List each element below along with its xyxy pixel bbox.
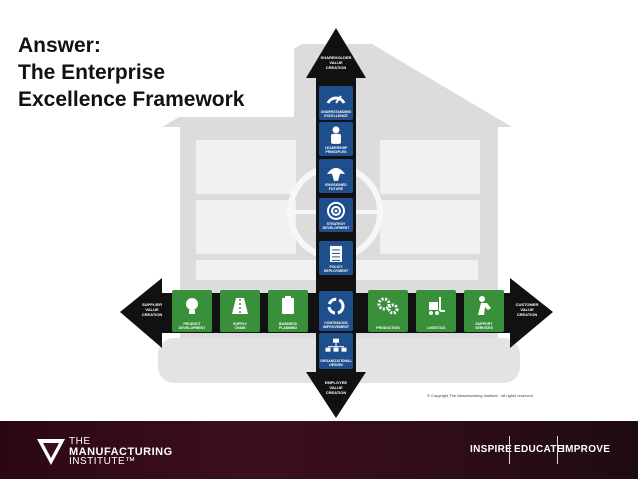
tile-label: PRODUCTION <box>376 326 400 330</box>
arrow-right <box>510 278 553 348</box>
road-icon <box>232 297 248 314</box>
footer-bar <box>0 421 638 479</box>
tile-label: SERVICES <box>475 326 493 330</box>
document-icon <box>330 245 342 262</box>
org-chart-icon <box>325 338 347 352</box>
tagline-educate: EDUCATE <box>514 444 564 455</box>
horizontal-tile: LOGISTICS <box>416 290 456 332</box>
tile-label: LOGISTICS <box>427 326 447 330</box>
target-icon <box>327 201 345 220</box>
tagline-separator <box>557 436 558 464</box>
tile-label: DEVELOPMENT <box>323 226 351 230</box>
forklift-icon <box>429 296 445 315</box>
arrow-label-line: SHAREHOLDER <box>321 55 352 60</box>
tile-label: CONTINUOUS <box>324 321 348 325</box>
tile-label: DESIGN <box>329 363 343 367</box>
tile-label: PLANNING <box>279 326 298 330</box>
tile-label: DEVELOPMENT <box>179 326 207 330</box>
tile-label: BUSINESS <box>279 322 298 326</box>
gauge-icon <box>326 95 346 104</box>
title-line: Excellence Framework <box>18 88 245 111</box>
house-panels <box>196 140 480 280</box>
tile-label: ORGANIZATIONAL <box>320 359 352 363</box>
tagline-improve: IMPROVE <box>562 444 611 455</box>
hand-icon <box>327 167 345 181</box>
lightbulb-icon <box>186 297 198 314</box>
tile-label: IMPROVEMENT <box>323 325 350 329</box>
tile-box <box>416 290 456 332</box>
tile-label: EXCELLENCE <box>324 114 348 118</box>
horizontal-tile: PRODUCTION <box>368 290 408 332</box>
tagline-separator <box>509 436 510 464</box>
title-line: The Enterprise <box>18 61 166 84</box>
tile-label: ENVISIONED <box>325 183 347 187</box>
logo-line: INSTITUTE™ <box>69 456 136 467</box>
gears-icon <box>377 297 399 315</box>
copyright-note: © Copyright The Manufacturing Institute … <box>427 393 533 398</box>
arrow-label-line: CREATION <box>517 312 538 317</box>
logo-line: THE <box>69 436 91 447</box>
tile-label: CHAIN <box>234 326 246 330</box>
tile-label: SUPPLY <box>233 322 247 326</box>
arrow-label-line: CREATION <box>142 312 163 317</box>
manufacturing-institute-logo-icon <box>37 439 65 465</box>
tile-label: FUTURE <box>329 187 344 191</box>
arrow-label-line: VALUE <box>329 385 343 390</box>
arrow-label-line: VALUE <box>329 60 343 65</box>
tile-box <box>319 86 353 120</box>
arrow-label-line: CREATION <box>326 65 347 70</box>
tile-box <box>319 291 353 331</box>
logo-line: MANUFACTURING <box>69 446 173 458</box>
clipboard-icon <box>282 295 294 314</box>
arrow-label-line: VALUE <box>145 307 159 312</box>
tile-label: STRATEGY <box>327 222 346 226</box>
arrow-left <box>120 278 162 348</box>
arrow-label-line: CREATION <box>326 390 347 395</box>
arrow-label-line: SUPPLIER <box>142 302 162 307</box>
tile-label: PRODUCT <box>183 322 201 326</box>
leader-icon <box>331 126 341 144</box>
tile-label: UNDERSTANDING <box>321 110 352 114</box>
arrow-bottom <box>306 372 366 418</box>
tile-label: LEADERSHIP <box>325 146 348 150</box>
tagline-inspire: INSPIRE <box>470 444 513 455</box>
arrow-label-line: VALUE <box>520 307 534 312</box>
enterprise-excellence-diagram: UNDERSTANDINGEXCELLENCELEADERSHIPPRINCIP… <box>120 28 553 418</box>
cycle-icon <box>327 297 345 315</box>
arrow-top <box>306 28 366 78</box>
arrow-label-line: CUSTOMER <box>516 302 539 307</box>
title-line: Answer: <box>18 34 101 57</box>
arrow-label-line: EMPLOYEE <box>325 380 348 385</box>
tile-label: DEPLOYMENT <box>324 269 349 273</box>
worker-icon <box>478 295 491 315</box>
slide-title: Answer: The Enterprise Excellence Framew… <box>18 32 294 117</box>
tile-label: SUPPORT <box>476 322 494 326</box>
tile-label: PRINCIPLES <box>325 150 347 154</box>
logo-text: THE MANUFACTURING INSTITUTE™ <box>69 437 173 467</box>
tile-label: POLICY <box>329 265 343 269</box>
